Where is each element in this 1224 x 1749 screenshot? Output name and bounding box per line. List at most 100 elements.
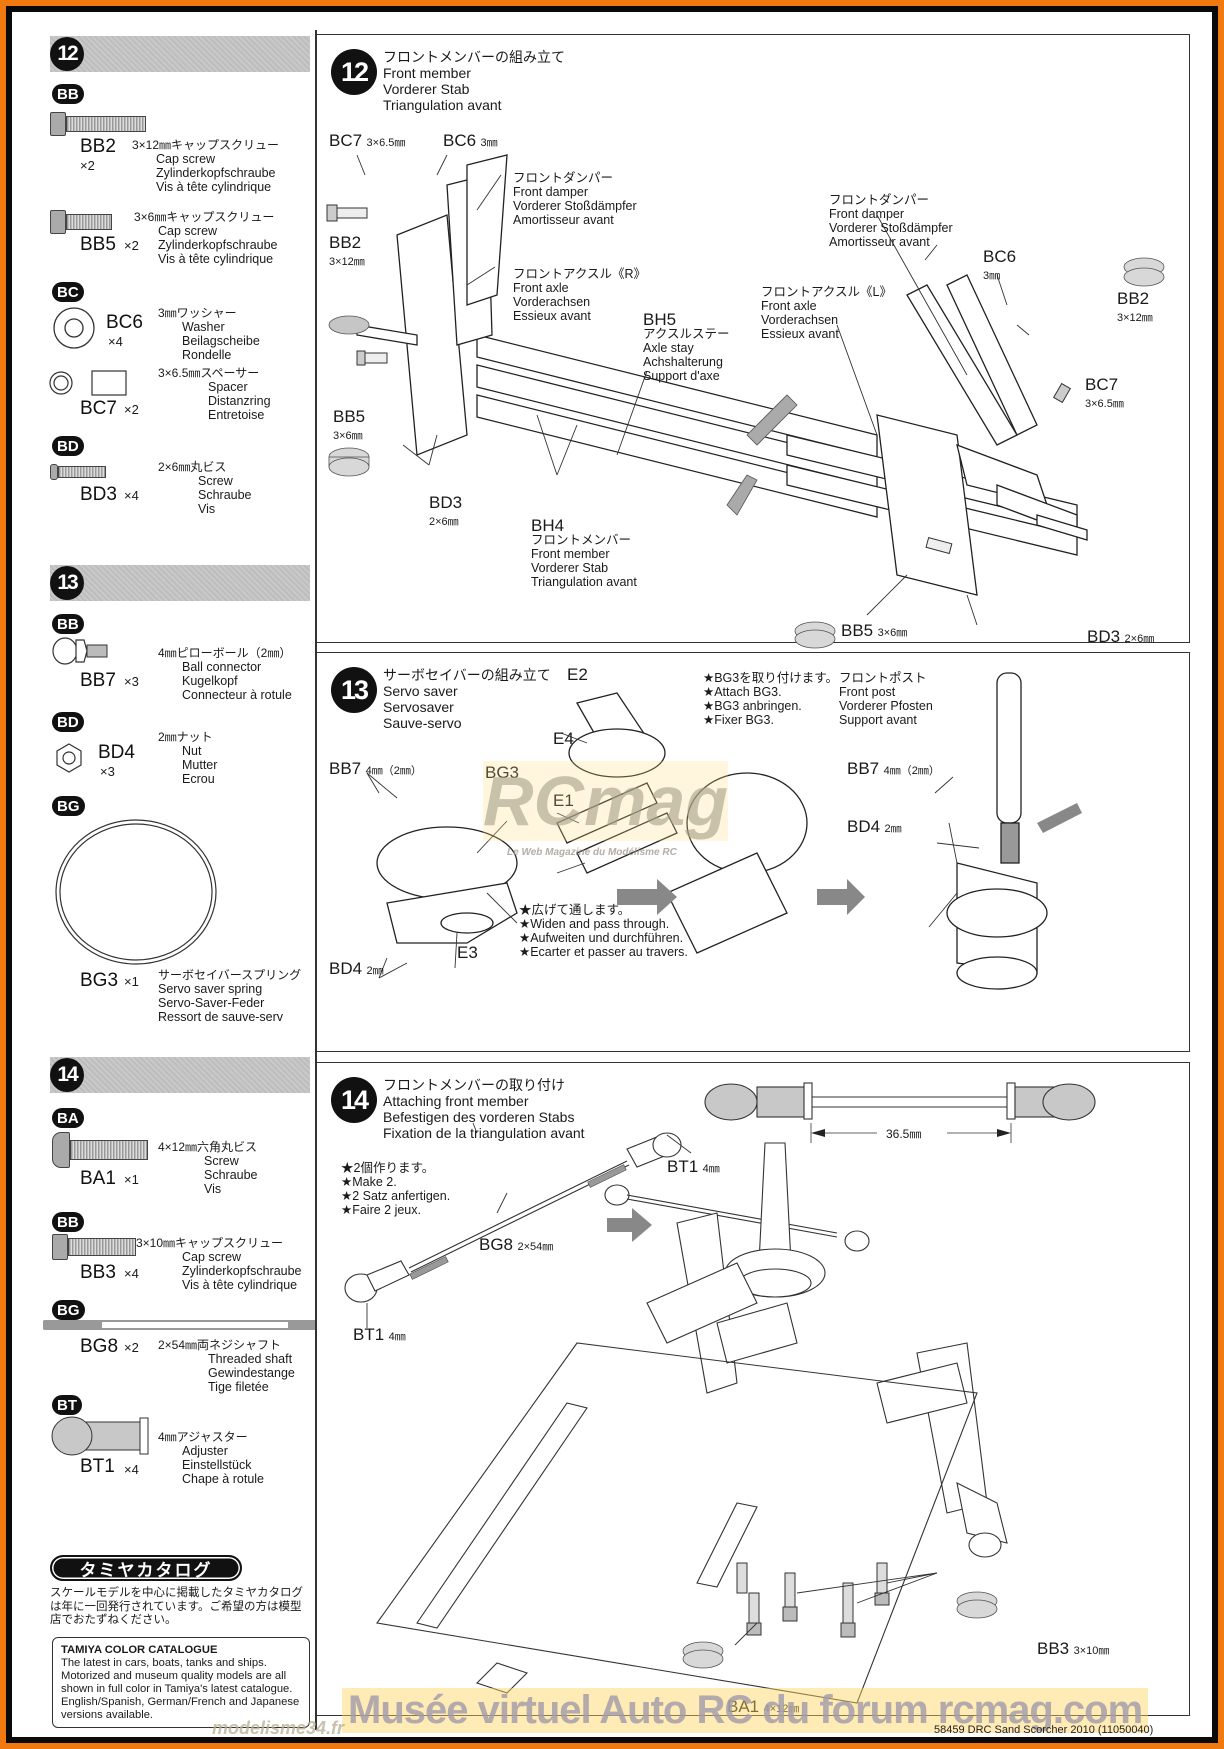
part-description: 3×12㎜キャップスクリュー Cap screw Zylinderkopfsch… <box>132 138 279 194</box>
label-ba1: BA1 4×12㎜ <box>727 1697 799 1717</box>
step-12-badge: 12 <box>50 37 84 71</box>
hex-nut-icon <box>56 743 82 773</box>
ball-connector-icon <box>52 637 108 665</box>
desc-de: Schraube <box>198 488 252 502</box>
label-e4-alt: E4 <box>553 729 574 748</box>
category-badge-ba: BA <box>52 1108 84 1128</box>
label-code: BB7 <box>847 759 880 778</box>
label-bb2-right: BB2 3×12㎜ <box>1117 289 1153 325</box>
label-front-damper-right: フロントダンパー Front damper Vorderer Stoßdämpf… <box>829 193 953 249</box>
label-code: BC7 <box>1085 375 1119 394</box>
label-front-damper-left: フロントダンパー Front damper Vorderer Stoßdämpf… <box>513 171 637 227</box>
part-code: BB2 <box>80 136 116 157</box>
label-bb7-right: BB7 4㎜（2㎜） <box>847 759 940 779</box>
label-code: BH5 <box>643 310 677 329</box>
front-post <box>996 672 1022 824</box>
label-bd4-right: BD4 2㎜ <box>847 817 902 837</box>
label-size: 3×6㎜ <box>877 627 908 639</box>
label-code: BD4 <box>329 959 363 978</box>
desc-de: Zylinderkopfschraube <box>156 166 276 180</box>
label-size: 2×54㎜ <box>517 1241 554 1253</box>
label-de: Vorderer Stoßdämpfer <box>513 199 637 213</box>
label-de: Vorderachsen <box>513 295 591 309</box>
catalog-jp-text: スケールモデルを中心に掲載したタミヤカタログは年に一回発行されています。ご希望の… <box>50 1587 303 1626</box>
label-code: BB5 <box>333 407 366 426</box>
desc-jp: 2×54㎜両ネジシャフト <box>158 1338 282 1352</box>
desc-jp: 2×6㎜丸ビス <box>158 460 227 474</box>
watermark-bottom: Musée virtuel Auto RC du forum rcmag.com <box>342 1688 1149 1733</box>
threaded-shaft-icon <box>43 1320 345 1330</box>
label-bt1-top: BT1 4㎜ <box>667 1157 720 1177</box>
desc-en: Cap screw <box>156 152 216 166</box>
category-badge-bb: BB <box>52 1212 84 1232</box>
desc-jp: サーボセイバースプリング <box>158 968 302 982</box>
watermark-rcmag-sub: Le Web Magazine du Modélisme RC <box>507 847 677 858</box>
page-footer: 58459 DRC Sand Scorcher 2010 (11050040) <box>934 1724 1154 1736</box>
step-14-panel-badge: 14 <box>331 1077 377 1123</box>
label-bd4-left: BD4 2㎜ <box>329 959 384 979</box>
part-qty: ×2 <box>124 402 139 417</box>
label-en: Axle stay <box>643 341 694 355</box>
title-jp: フロントメンバーの取り付け <box>383 1077 565 1093</box>
desc-en: Nut <box>182 744 202 758</box>
note-fr: ★Ecarter et passer au travers. <box>519 945 688 959</box>
label-size: 3×6.5㎜ <box>366 137 406 149</box>
label-fr: Triangulation avant <box>531 575 637 589</box>
part-qty: ×4 <box>124 1462 139 1477</box>
note-de: ★2 Satz anfertigen. <box>341 1189 451 1203</box>
label-code: BD3 <box>429 493 463 512</box>
part-code: BC7 <box>80 398 117 419</box>
part-description: 3㎜ワッシャー Washer Beilagscheibe Rondelle <box>158 306 260 362</box>
desc-jp: 4㎜ピローボール（2㎜） <box>158 646 292 660</box>
label-front-axle-l: フロントアクスル《L》 Front axle Vorderachsen Essi… <box>761 285 892 341</box>
label-size: 2㎜ <box>884 823 902 835</box>
label-size: 3×12㎜ <box>1117 312 1153 324</box>
note-en: ★Widen and pass through. <box>519 917 670 931</box>
desc-en: Adjuster <box>182 1444 228 1458</box>
note-attach-bg3: ★BG3を取り付けます。 ★Attach BG3. ★BG3 anbringen… <box>703 671 838 727</box>
catalog-pill: タミヤカタログ <box>50 1555 242 1581</box>
step-14-panel: 14 フロントメンバーの取り付け Attaching front member … <box>316 1062 1190 1716</box>
label-code: BG8 <box>479 1235 514 1254</box>
title-fr: Triangulation avant <box>383 97 502 113</box>
part-description: 2×54㎜両ネジシャフト Threaded shaft Gewindestang… <box>158 1338 295 1394</box>
instruction-page: 12 BB BB2 ×2 3×12㎜キャップスクリュー Cap screw Zy… <box>12 12 1212 1738</box>
label-jp: フロントメンバー <box>531 533 632 547</box>
label-size: 2×6㎜ <box>1124 633 1155 645</box>
label-code: BD4 <box>847 817 881 836</box>
desc-fr: Vis à tête cylindrique <box>158 252 274 266</box>
desc-fr: Tige filetée <box>208 1380 269 1394</box>
desc-en: Cap screw <box>158 224 218 238</box>
label-code: BT1 <box>667 1157 699 1176</box>
title-fr: Sauve-servo <box>383 715 462 731</box>
part-description: 2×6㎜丸ビス Screw Schraube Vis <box>158 460 252 516</box>
sidebar-divider <box>315 30 317 1730</box>
label-size: 3×6.5㎜ <box>1085 398 1124 410</box>
part-description: 4㎜アジャスター Adjuster Einstellstück Chape à … <box>158 1430 264 1486</box>
desc-fr: Rondelle <box>182 348 232 362</box>
note-fr: ★Fixer BG3. <box>703 713 774 727</box>
label-code: BB2 <box>1117 289 1150 308</box>
desc-de: Schraube <box>204 1168 258 1182</box>
label-front-axle-r: フロントアクスル《R》 Front axle Vorderachsen Essi… <box>513 267 646 323</box>
desc-de: Zylinderkopfschraube <box>158 238 278 252</box>
label-bb5-right: BB5 3×6㎜ <box>841 621 907 641</box>
title-en: Servo saver <box>383 683 458 699</box>
dimension-label: 36.5㎜ <box>883 1125 925 1142</box>
step-14-badge: 14 <box>50 1058 84 1092</box>
desc-de: Zylinderkopfschraube <box>182 1264 302 1278</box>
desc-de: Gewindestange <box>208 1366 295 1380</box>
desc-en: Spacer <box>208 380 248 394</box>
label-bb3: BB3 3×10㎜ <box>1037 1639 1109 1659</box>
desc-en: Washer <box>182 320 225 334</box>
label-jp: フロントポスト <box>839 671 927 685</box>
category-badge-bg: BG <box>52 1300 85 1320</box>
label-fr: Support avant <box>839 713 917 727</box>
desc-fr: Vis à tête cylindrique <box>156 180 272 194</box>
label-fr: Essieux avant <box>513 309 591 323</box>
desc-fr: Ressort de sauve-serv <box>158 1010 284 1024</box>
label-jp: アクスルステー <box>643 327 730 341</box>
e1-arm <box>576 812 678 874</box>
label-size: 3㎜ <box>480 137 498 149</box>
